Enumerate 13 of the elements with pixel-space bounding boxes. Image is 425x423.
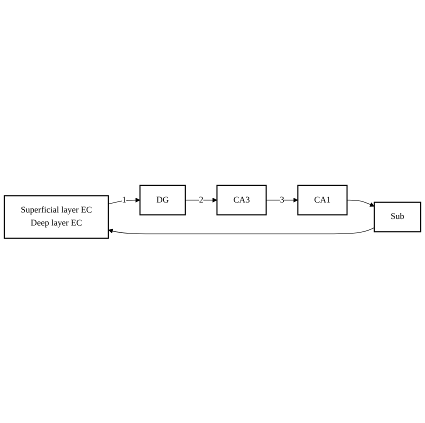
arrow [185, 197, 218, 202]
arrow [108, 197, 140, 204]
edge-label: 2 [198, 194, 204, 204]
edge-label: 1 [122, 194, 126, 204]
edge-label: 3 [280, 194, 284, 204]
node-box: CA1 [297, 184, 348, 216]
arrow [108, 227, 375, 234]
node-box: CA3 [216, 184, 267, 216]
arrow [346, 200, 375, 206]
node-box: Sub [374, 201, 422, 232]
node-box: DG [139, 184, 186, 216]
arrow [266, 197, 298, 202]
node-box: Superficial layer EC Deep layer EC [4, 194, 109, 238]
